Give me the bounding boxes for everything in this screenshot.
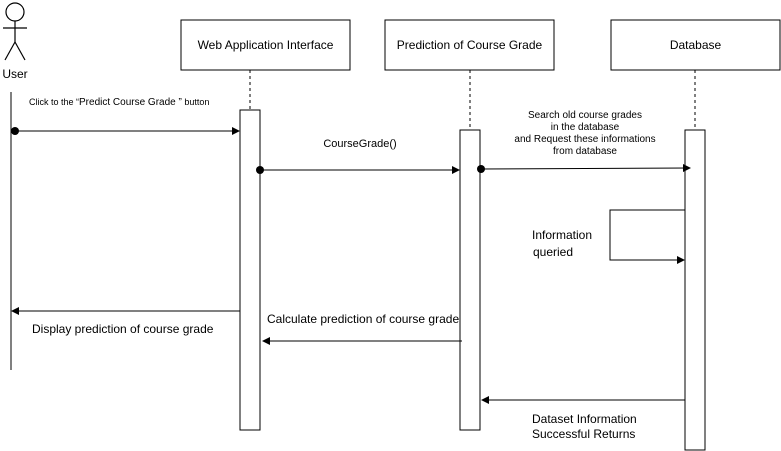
message-label-line: Dataset Information xyxy=(532,412,637,426)
self-message-arrow xyxy=(609,209,685,264)
message-click-button: Click to the “Predict Course Grade ” but… xyxy=(11,97,240,135)
message-label: Calculate prediction of course grade xyxy=(267,312,459,326)
lifeline-header-box xyxy=(610,19,781,71)
message-course-grade: CourseGrade() xyxy=(256,138,460,174)
message-label: CourseGrade() xyxy=(323,138,396,150)
message-label-line: Information xyxy=(532,228,592,242)
lifeline-header-label: Database xyxy=(670,38,722,52)
message-label-line: and Request these informations xyxy=(514,134,655,145)
message-dataset-return: Dataset Information Successful Returns xyxy=(481,396,685,441)
message-display-prediction: Display prediction of course grade xyxy=(11,307,240,336)
activation-bar xyxy=(239,109,261,431)
message-label-line: queried xyxy=(533,245,573,259)
message-label: Click to the “Predict Course Grade ” but… xyxy=(29,97,209,108)
message-calculate-prediction: Calculate prediction of course grade xyxy=(262,312,462,345)
actor-left-leg xyxy=(4,41,16,61)
actor-head xyxy=(5,2,25,22)
activation-bar xyxy=(459,129,481,431)
lifeline-header-label: Web Application Interface xyxy=(198,38,334,52)
message-label: Display prediction of course grade xyxy=(32,322,214,336)
message-arrow xyxy=(480,164,691,173)
lifeline-web-app: Web Application Interface xyxy=(180,19,351,431)
message-search-request: Search old course grades in the database… xyxy=(477,110,691,173)
actor-right-leg xyxy=(14,41,26,61)
message-label-line: Successful Returns xyxy=(532,427,635,441)
lifeline-header-box xyxy=(384,19,555,71)
lifeline-header-box xyxy=(180,19,351,71)
lifeline-prediction: Prediction of Course Grade xyxy=(384,19,555,431)
message-label-line: from database xyxy=(553,146,617,157)
lifeline-database: Database xyxy=(610,19,781,451)
message-label-line: Search old course grades xyxy=(528,110,642,121)
lifeline-header-label: Prediction of Course Grade xyxy=(397,38,543,52)
message-label-line: in the database xyxy=(551,122,620,133)
message-information-queried: Information queried xyxy=(532,209,685,264)
activation-bar xyxy=(684,129,706,451)
actor-user: User xyxy=(2,2,28,81)
actor-label: User xyxy=(2,67,27,81)
